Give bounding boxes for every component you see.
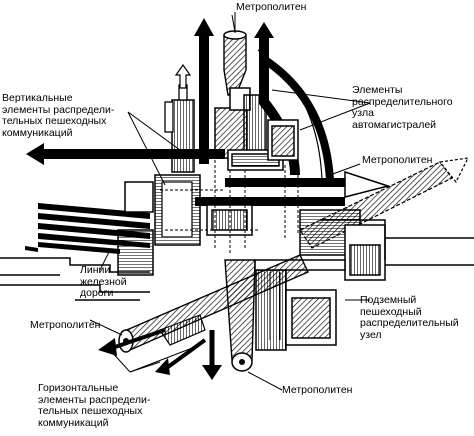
arrow-left-icon: [155, 358, 170, 375]
leader-lines: [89, 14, 371, 391]
label-underground-node: Подземный пешеходный распределительный у…: [360, 294, 459, 341]
highway-node-elements: [117, 87, 299, 276]
label-metro-bottom: Метрополитен: [282, 384, 353, 396]
label-metro-left: Метрополитен: [30, 319, 101, 331]
arrow-down-icon: [202, 365, 222, 380]
right-structures: [299, 209, 474, 281]
metro-tube-bottom: [224, 259, 256, 372]
hub-dashed-lines: [160, 160, 299, 255]
label-metro-right: Метрополитен: [362, 154, 433, 166]
vertical-pedestrian-elements: [154, 63, 201, 246]
horizontal-pedestrian-elements: [98, 314, 222, 380]
label-horizontal-elements: Горизонтальные элементы распредели- тель…: [38, 382, 151, 429]
label-railway-lines: Линии железной дороги: [80, 264, 127, 299]
label-highway-node: Элементы распределительного узла автомаг…: [352, 84, 453, 131]
arrow-left-icon: [98, 338, 117, 356]
arrow-up-icon: [254, 22, 274, 38]
railway-platform-steps: [0, 257, 150, 301]
metro-tube-top: [223, 12, 247, 96]
label-metro-top: Метрополитен: [236, 1, 307, 13]
arrow-right-dashed-icon: [438, 157, 470, 184]
arrow-up-icon: [194, 18, 214, 36]
label-vertical-elements: Вертикальные элементы распредели- тельны…: [2, 92, 115, 139]
arrow-left-icon: [26, 143, 44, 165]
